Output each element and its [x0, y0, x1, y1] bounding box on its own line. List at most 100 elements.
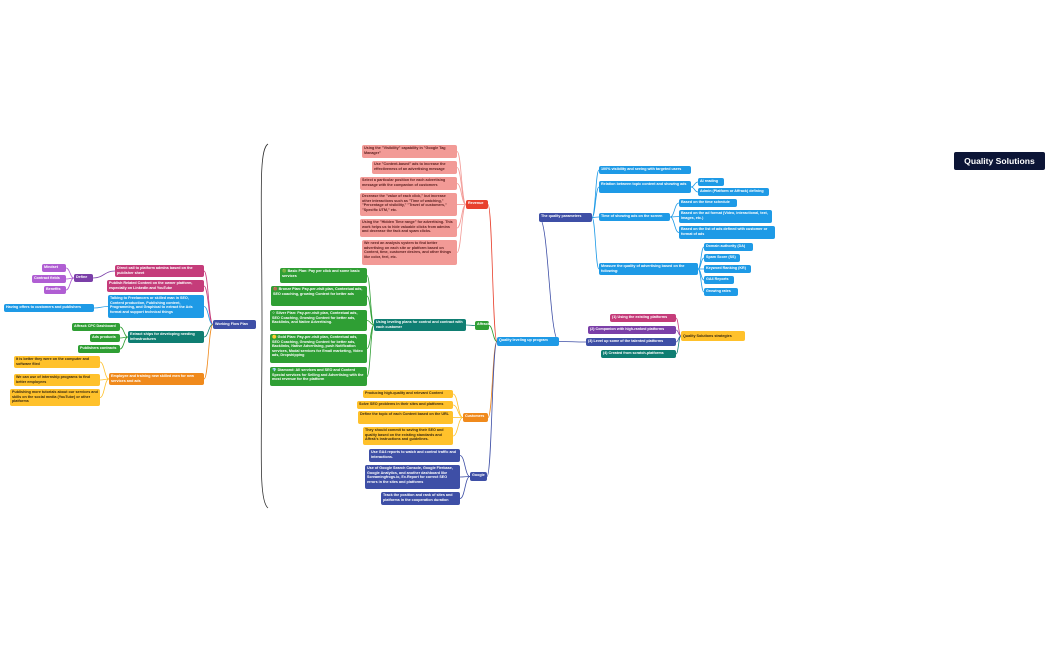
node-g-2[interactable]: Use of Google Search Console, Google Fir… — [365, 465, 460, 489]
node-quality-program[interactable]: Quality leveling up program — [497, 337, 559, 346]
node-ga4-reports[interactable]: GA4 Reports — [704, 276, 734, 284]
node-using-leveling[interactable]: Using leveling plans for control and con… — [374, 319, 466, 331]
connector-line — [456, 151, 467, 205]
node-extract-ships[interactable]: Extract ships for developing needing inf… — [128, 331, 204, 343]
connector-line — [591, 217, 600, 270]
node-basic-plan[interactable]: 🟢 Basic Plan: Pay per click and some bas… — [280, 268, 367, 283]
connector-line — [456, 204, 467, 253]
node-relation-topic[interactable]: Relation between topic content and showi… — [599, 181, 691, 193]
connector-line — [456, 183, 467, 205]
node-rev-3[interactable]: Select a particular position for each ad… — [360, 177, 457, 190]
node-cus-1[interactable]: Producing high-quality and relevant Cont… — [363, 390, 453, 398]
node-measure-quality[interactable]: Measure the quality of advertising based… — [599, 263, 698, 275]
node-emp-3[interactable]: Publishing more tutorials about our serv… — [10, 389, 100, 406]
node-emp-1[interactable]: It is better they were on the computer a… — [14, 356, 100, 368]
node-contract-fields[interactable]: Contract fields — [32, 275, 66, 283]
node-based-format[interactable]: Based on the ad format (Video, interacti… — [679, 210, 772, 223]
connector-line — [456, 167, 467, 205]
node-affrack[interactable]: Affrack — [475, 321, 489, 330]
node-spam-score[interactable]: Spam Score (SS) — [704, 254, 740, 262]
node-working-flow[interactable]: Working Flow Plan — [213, 320, 256, 329]
node-affrack-cpc[interactable]: Affrack CPC Dashboard — [72, 323, 120, 331]
node-benefits[interactable]: Benefits — [44, 286, 66, 294]
node-s1[interactable]: (1) Using the existing platforms — [610, 314, 676, 322]
node-g-1[interactable]: Use GA4 reports to watch and control tra… — [369, 449, 460, 462]
node-based-time[interactable]: Based on the time schedule — [679, 199, 737, 207]
connector-line — [366, 295, 375, 326]
node-emp-2[interactable]: We can use of internship programs to fin… — [14, 374, 100, 386]
node-gold-plan[interactable]: 🟡 Gold Plan: Pay-per-visit plan, Context… — [270, 334, 367, 363]
connector-line — [203, 306, 214, 325]
connector-line — [487, 204, 498, 342]
connector-line — [203, 324, 214, 380]
node-time-showing[interactable]: Time of showing ads on the screen — [599, 213, 670, 221]
connector-line — [669, 216, 680, 218]
connector-line — [366, 320, 375, 326]
node-keyword-ranking[interactable]: Keyword Ranking (KR) — [704, 265, 751, 273]
connector-line — [487, 341, 498, 418]
node-talking-freelancers[interactable]: Talking to Freelancers or skilled man in… — [108, 295, 204, 318]
connector-line — [486, 341, 498, 477]
connector-line — [538, 217, 560, 342]
node-ads-products[interactable]: Ads products — [90, 334, 120, 342]
bracket-line — [260, 143, 269, 509]
node-customers[interactable]: Customers — [463, 413, 488, 422]
connector-line — [690, 181, 699, 188]
node-offers[interactable]: Having offers to customers and publisher… — [4, 304, 94, 312]
node-define[interactable]: Define — [74, 274, 93, 282]
node-s4[interactable]: (4) Created from scratch-platforms — [601, 350, 676, 358]
node-rev-1[interactable]: Using the "Visibility" capability in "Go… — [362, 145, 457, 158]
node-rev-5[interactable]: Using the "Hidden Time range" for advert… — [360, 219, 457, 237]
connector-line — [558, 341, 587, 343]
node-cus-3[interactable]: Define the topic of each Content based o… — [358, 411, 453, 424]
connector-line — [669, 216, 680, 233]
connector-line — [459, 476, 471, 478]
connector-line — [99, 378, 110, 398]
node-employee-training[interactable]: Employee and training new skilled men fo… — [109, 373, 204, 385]
node-quality-params[interactable]: The quality parameters — [539, 213, 592, 222]
node-cus-2[interactable]: Solve SEO problems in their sites and pl… — [357, 401, 453, 409]
connector-line — [99, 378, 110, 381]
connector-line — [488, 325, 498, 342]
connector-line — [203, 285, 214, 325]
node-s2[interactable]: (2) Companion with high-ranked platforms — [588, 326, 676, 334]
connector-line — [591, 186, 600, 218]
title-card[interactable]: Quality Solutions — [954, 152, 1045, 170]
node-diamond-plan[interactable]: 💎 Diamond: All services and SEO and Cont… — [270, 367, 367, 386]
connector-line — [459, 476, 471, 499]
connector-line — [465, 324, 476, 326]
connector-line — [366, 275, 375, 326]
connector-line — [452, 404, 464, 418]
connector-line — [459, 455, 471, 477]
node-g-3[interactable]: Track the position and rank of sites and… — [381, 492, 460, 505]
node-s3[interactable]: (3) Level up some of the talented platfo… — [586, 338, 676, 346]
connector-line — [456, 204, 467, 229]
node-visibility[interactable]: 100% visibility and seeing with targeted… — [599, 166, 691, 174]
node-strategies[interactable]: Quality Solutions strategies — [681, 331, 745, 341]
node-rev-4[interactable]: Decrease the "value of each click," but … — [360, 193, 457, 216]
connector-line — [203, 270, 214, 325]
connector-line — [119, 336, 129, 339]
node-admin-defining[interactable]: Admin (Platform or Affrack) defining — [698, 188, 769, 196]
connector-line — [690, 186, 699, 193]
node-based-list[interactable]: Based on the list of ads defined with cu… — [679, 226, 775, 239]
node-rev-2[interactable]: Use "Content-based" ads to increase the … — [372, 161, 457, 174]
node-silver-plan[interactable]: ⚪ Silver Plan: Pay-per-visit plan, Conte… — [270, 310, 367, 331]
node-publish-content[interactable]: Publish Related Content on the owner pla… — [107, 280, 204, 292]
node-domain-authority[interactable]: Domain authority (DA) — [704, 243, 753, 251]
node-growing-rates[interactable]: Growing rates — [704, 288, 738, 296]
connector-line — [366, 324, 375, 377]
connector-line — [93, 306, 109, 309]
node-google[interactable]: Google — [470, 472, 487, 481]
node-bronze-plan[interactable]: 🟤 Bronze Plan: Pay-per-visit plan, Conte… — [271, 286, 367, 306]
connector-line — [366, 324, 375, 349]
node-publishers-contracts[interactable]: Publishers contracts — [78, 345, 120, 353]
node-cus-4[interactable]: They should commit to saving their SEO a… — [363, 427, 453, 445]
node-rev-6[interactable]: We need an analysis system to find bette… — [362, 240, 457, 265]
node-revenue[interactable]: Revenue — [466, 200, 488, 209]
node-ai-reading[interactable]: AI reading — [698, 178, 724, 186]
node-direct-call[interactable]: Direct call to platform admins based on … — [115, 265, 204, 277]
node-mindset[interactable]: Mindset — [42, 264, 66, 272]
